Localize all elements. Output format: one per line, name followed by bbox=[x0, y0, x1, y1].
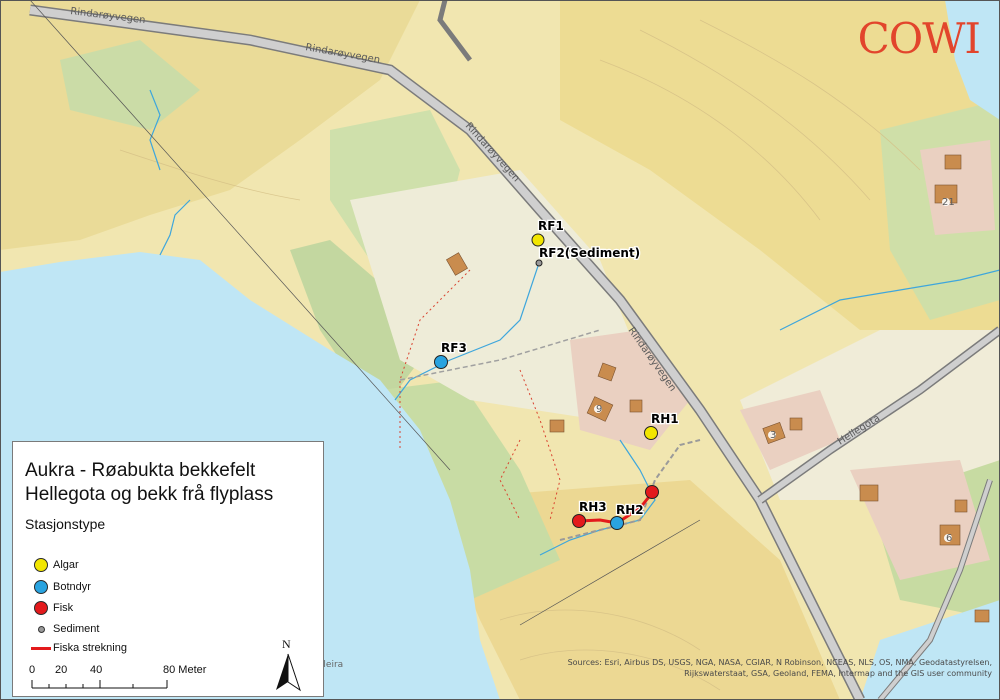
map-grid bbox=[29, 0, 701, 626]
red-line-icon bbox=[31, 646, 51, 650]
scale-tick-label: 80 Meter bbox=[163, 664, 207, 676]
legend-item-sediment: Sediment bbox=[29, 621, 99, 637]
station-marker-rh1[interactable] bbox=[644, 426, 658, 440]
legend-item-label: Fiska strekning bbox=[53, 642, 127, 654]
house-number: 3 bbox=[770, 430, 776, 441]
legend-title-line2: Hellegota og bekk frå flyplass bbox=[25, 484, 274, 505]
legend-item-fisk: Fisk bbox=[29, 600, 73, 616]
house-number: 21 bbox=[942, 197, 955, 208]
scale-tick-label: 0 bbox=[29, 664, 36, 676]
open-area bbox=[350, 170, 640, 420]
sea bbox=[945, 0, 1000, 120]
cowi-logo: COWI bbox=[857, 14, 981, 63]
blue-dot-icon bbox=[34, 580, 48, 594]
station-label-rf3: RF3 bbox=[441, 341, 467, 355]
station-markers[interactable] bbox=[434, 233, 659, 530]
residential-area bbox=[920, 140, 995, 235]
station-label-rf1: RF1 bbox=[538, 219, 564, 233]
legend-item-label: Botndyr bbox=[53, 581, 91, 593]
legend-item-fiska-strekning: Fiska strekning bbox=[29, 640, 127, 656]
north-arrow-label: N bbox=[282, 637, 291, 651]
legend-item-label: Sediment bbox=[53, 623, 100, 635]
station-marker-rh2[interactable] bbox=[610, 516, 624, 530]
house-number: 9 bbox=[596, 404, 602, 415]
station-label-rh2: RH2 bbox=[616, 503, 644, 517]
legend-item-label: Fisk bbox=[53, 602, 74, 614]
yellow-dot-icon bbox=[34, 558, 48, 572]
house-number: 6 bbox=[946, 533, 952, 544]
open-area bbox=[740, 330, 1000, 500]
contour-lines bbox=[119, 19, 921, 691]
roads bbox=[29, 0, 1000, 700]
scale-tick-label: 20 bbox=[55, 664, 68, 676]
station-marker-rf2[interactable] bbox=[535, 259, 543, 267]
forest-area bbox=[60, 40, 200, 130]
map-attribution: Sources: Esri, Airbus DS, USGS, NGA, NAS… bbox=[567, 658, 992, 678]
legend-item-label: Algar bbox=[53, 559, 79, 571]
scale-bar-graphic bbox=[31, 680, 168, 689]
legend-item-botndyr: Botndyr bbox=[29, 579, 91, 595]
scale-tick-label: 40 bbox=[90, 664, 103, 676]
forest-area bbox=[290, 240, 420, 400]
station-marker-rf1[interactable] bbox=[531, 233, 545, 247]
station-marker-rf3[interactable] bbox=[434, 355, 448, 369]
north-arrow-icon bbox=[276, 653, 301, 692]
station-label-rf2: RF2(Sediment) bbox=[539, 246, 640, 260]
forest-area bbox=[380, 380, 560, 600]
grey-dot-icon bbox=[37, 625, 45, 633]
map-legend: Aukra - Røabukta bekkefelt Hellegota og … bbox=[12, 441, 324, 697]
place-name-label: dsleira bbox=[313, 660, 344, 670]
north-arrow: N bbox=[273, 637, 303, 692]
station-marker-fisk[interactable] bbox=[645, 485, 659, 499]
legend-subtitle: Stasjonstype bbox=[25, 516, 106, 532]
station-label-rh1: RH1 bbox=[651, 412, 679, 426]
scale-bar: 0 20 40 80 Meter bbox=[29, 664, 209, 694]
footpaths bbox=[399, 269, 561, 521]
red-dot-icon bbox=[34, 601, 48, 615]
station-label-rh3: RH3 bbox=[579, 500, 607, 514]
station-marker-rh3[interactable] bbox=[572, 514, 586, 528]
legend-title-line1: Aukra - Røabukta bekkefelt bbox=[25, 460, 256, 481]
sea bbox=[860, 600, 1000, 700]
residential-area bbox=[850, 460, 990, 580]
house-number-markers bbox=[594, 198, 952, 542]
legend-item-algar: Algar bbox=[29, 557, 79, 573]
